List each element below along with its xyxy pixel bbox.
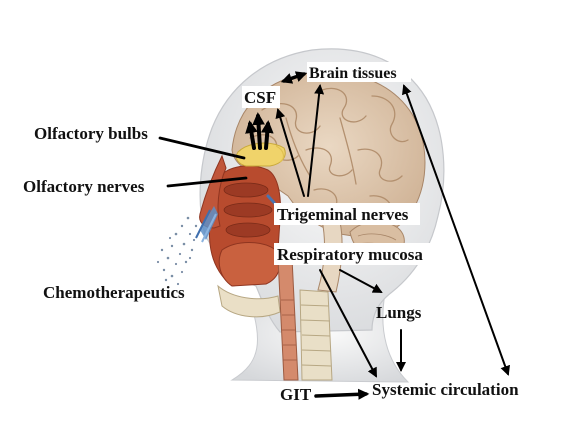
label-chemotherapeutics: Chemotherapeutics xyxy=(43,283,185,302)
arrow-git-systemic xyxy=(314,388,370,400)
arrow-bulb-csf-center xyxy=(252,112,265,150)
tongue-shape xyxy=(218,242,281,287)
trachea-rings xyxy=(281,299,297,361)
label-git: GIT xyxy=(280,385,312,404)
label-csf: CSF xyxy=(244,88,276,107)
arrow-trigeminal-brain xyxy=(307,84,325,197)
label-systemic-circulation: Systemic circulation xyxy=(372,380,519,399)
arrow-mucosa-systemic xyxy=(319,269,377,378)
pointer-olfactory-nerves xyxy=(166,176,248,188)
arrow-bulb-csf-left xyxy=(245,120,258,150)
arrow-mucosa-lungs xyxy=(339,269,383,293)
arrow-brain-systemic xyxy=(402,84,510,376)
spray-droplets xyxy=(156,216,198,286)
label-olfactory-nerves: Olfactory nerves xyxy=(23,177,145,196)
label-lungs: Lungs xyxy=(376,303,422,322)
jaw-shape xyxy=(217,284,281,318)
label-respiratory-mucosa: Respiratory mucosa xyxy=(277,245,423,264)
pathway-arrows xyxy=(158,71,510,400)
label-trigeminal-nerves: Trigeminal nerves xyxy=(277,205,409,224)
bulb-highlight xyxy=(275,145,285,163)
labels: Brain tissues CSF Olfactory bulbs Olfact… xyxy=(23,62,519,404)
label-olfactory-bulbs: Olfactory bulbs xyxy=(34,124,148,143)
arrow-trigeminal-csf xyxy=(275,108,305,197)
pointer-olfactory-bulbs xyxy=(158,136,246,160)
label-brain-tissues: Brain tissues xyxy=(309,65,397,82)
vertebrae-lines xyxy=(300,304,332,367)
spray-plume xyxy=(195,206,218,243)
arrow-bulb-csf-right xyxy=(260,120,274,150)
turbinates xyxy=(223,182,273,238)
arrow-csf-brain xyxy=(280,71,308,84)
